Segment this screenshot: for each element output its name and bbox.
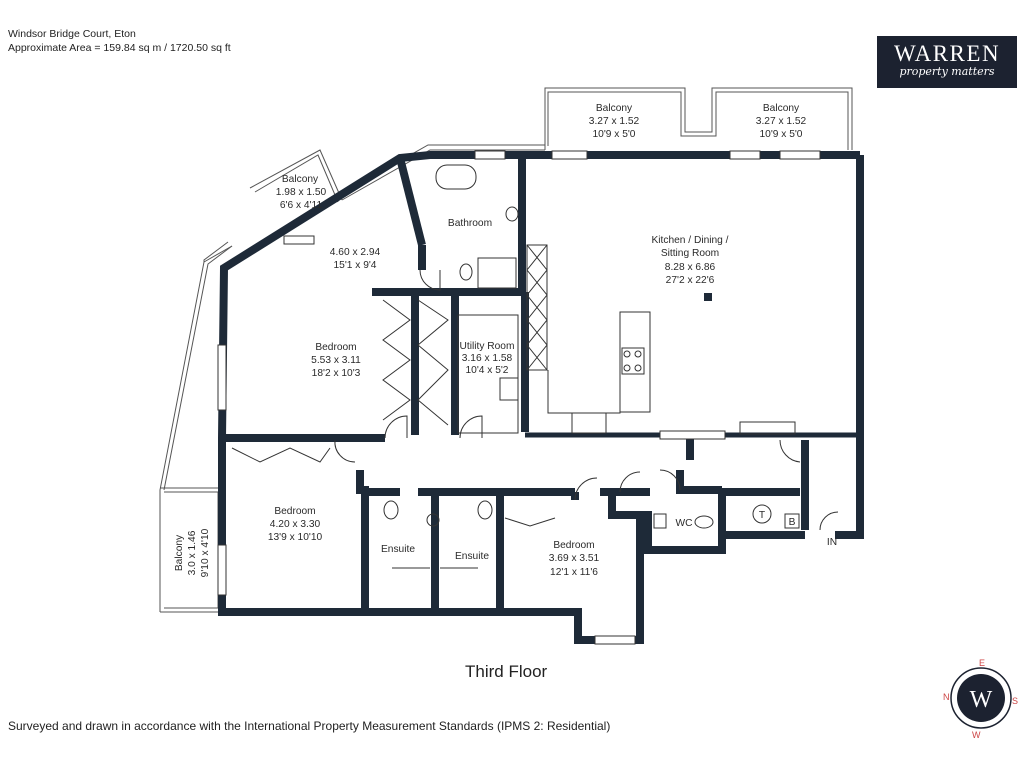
walls — [218, 151, 864, 644]
balcony-2-imperial: 10'9 x 5'0 — [760, 129, 803, 140]
door-swings — [334, 269, 839, 531]
bedroom-2-imperial: 13'9 x 10'10 — [268, 532, 323, 543]
balcony-4-name: Balcony — [174, 534, 185, 571]
floor-label: Third Floor — [465, 662, 548, 681]
logo-tagline: property matters — [899, 65, 995, 78]
compass-w: W — [972, 730, 981, 740]
balcony-2-name: Balcony — [763, 103, 800, 114]
warren-logo: WARREN property matters — [877, 36, 1017, 88]
ensuite-1-name: Ensuite — [381, 544, 415, 555]
compass-rose: W N E S W — [943, 658, 1018, 740]
utility-imperial: 10'4 x 5'2 — [466, 365, 509, 376]
entrance-label: IN — [827, 537, 837, 548]
compass-letter: W — [970, 687, 993, 713]
bedroom-3-name: Bedroom — [553, 540, 594, 551]
utility-metric: 3.16 x 1.58 — [462, 353, 513, 364]
balcony-1-imperial: 10'9 x 5'0 — [593, 129, 636, 140]
kitchen-line2: Sitting Room — [661, 248, 719, 259]
approximate-area: Approximate Area = 159.84 sq m / 1720.50… — [8, 42, 231, 54]
bedroom-2-metric: 4.20 x 3.30 — [270, 519, 321, 530]
windows — [217, 150, 821, 645]
footer-note: Surveyed and drawn in accordance with th… — [8, 719, 611, 733]
balcony-3-metric: 1.98 x 1.50 — [276, 187, 327, 198]
bathroom-name: Bathroom — [448, 218, 492, 229]
bedroom-1-metric: 5.53 x 3.11 — [311, 355, 361, 366]
balcony-outlines — [159, 87, 853, 613]
balcony-4-imperial: 9'10 x 4'10 — [200, 528, 211, 577]
balcony-3-name: Balcony — [282, 174, 319, 185]
bedroom-3-imperial: 12'1 x 11'6 — [550, 567, 598, 578]
logo-brand: WARREN — [893, 41, 1001, 66]
property-address: Windsor Bridge Court, Eton — [8, 28, 136, 40]
balcony-1-metric: 3.27 x 1.52 — [589, 116, 640, 127]
tank-symbol: T — [759, 510, 765, 521]
bathroom-imperial: 15'1 x 9'4 — [334, 260, 377, 271]
boiler-symbol: B — [789, 517, 796, 528]
kitchen-metric: 8.28 x 6.86 — [665, 262, 716, 273]
ensuite-2-name: Ensuite — [455, 551, 489, 562]
compass-e: E — [979, 658, 985, 668]
wc-name: WC — [676, 518, 693, 529]
bedroom-1-name: Bedroom — [315, 342, 356, 353]
bedroom-3-metric: 3.69 x 3.51 — [549, 553, 600, 564]
room-labels: Balcony 3.27 x 1.52 10'9 x 5'0 Balcony 3… — [268, 103, 837, 578]
utility-name: Utility Room — [460, 341, 515, 352]
balcony-3-imperial: 6'6 x 4'11 — [280, 200, 323, 211]
balcony-4-metric: 3.0 x 1.46 — [187, 530, 198, 575]
kitchen-imperial: 27'2 x 22'6 — [666, 275, 715, 286]
column — [704, 293, 712, 301]
kitchen-line1: Kitchen / Dining / — [651, 235, 728, 246]
balcony-1-name: Balcony — [596, 103, 633, 114]
compass-s: S — [1012, 696, 1018, 706]
bedroom-1-imperial: 18'2 x 10'3 — [312, 368, 361, 379]
fittings — [231, 164, 800, 569]
balcony-2-metric: 3.27 x 1.52 — [756, 116, 807, 127]
bathroom-metric: 4.60 x 2.94 — [330, 247, 381, 258]
bedroom-2-name: Bedroom — [274, 506, 315, 517]
compass-n: N — [943, 692, 950, 702]
